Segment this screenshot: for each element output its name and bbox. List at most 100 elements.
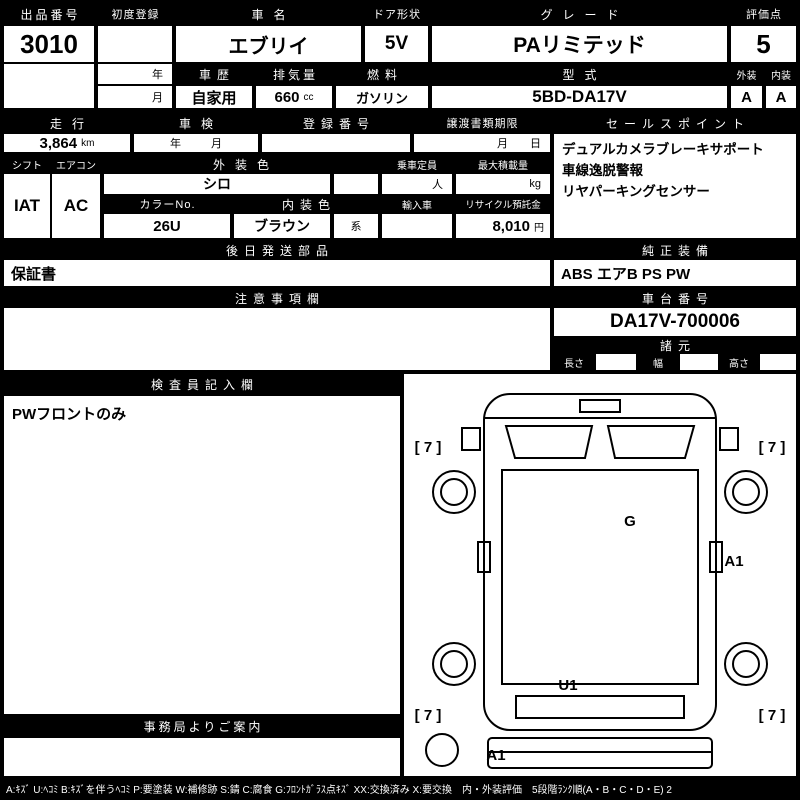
width-value	[680, 354, 718, 370]
registration-number-label: 登録番号	[262, 114, 410, 132]
first-registration-month: 月	[98, 86, 172, 108]
length-value	[596, 354, 636, 370]
exterior-color-sub	[334, 174, 378, 194]
inspector-notes-value: PWフロントのみ	[4, 396, 400, 714]
import-car-value	[382, 214, 452, 238]
damage-mark-g: G	[624, 513, 636, 530]
dimensions-label: 諸元	[554, 338, 796, 352]
displacement-label: 排気量	[256, 64, 332, 84]
exterior-grade-value: A	[731, 86, 762, 108]
car-body-outline	[483, 393, 717, 731]
width-label: 幅	[638, 354, 678, 370]
aircon-value: AC	[52, 174, 100, 238]
right-door-mark	[709, 541, 723, 573]
mileage-number: 3,864	[39, 134, 78, 152]
tire-grade-top-left: [ 7 ]	[415, 439, 442, 456]
sales-point-line: リヤパーキングセンサー	[562, 183, 710, 199]
rear-right-wheel-rim	[732, 650, 760, 678]
shaken-month-label: 月	[211, 138, 222, 150]
mileage-label: 走行	[4, 114, 130, 132]
rear-window	[515, 695, 685, 719]
rear-left-wheel-rim	[440, 650, 468, 678]
chassis-number-label: 車台番号	[554, 290, 796, 306]
vehicle-diagram-panel: [ 7 ] [ 7 ] [ 7 ] [ 7 ] G A1 U1 A1	[404, 374, 796, 776]
front-left-wheel-rim	[440, 478, 468, 506]
shaken-label: 車検	[134, 114, 258, 132]
tire-grade-bottom-right: [ 7 ]	[759, 707, 786, 724]
grade-label: グレード	[432, 4, 727, 24]
office-info-value	[4, 738, 400, 776]
fuel-label: 燃料	[336, 64, 428, 84]
oem-equipment-value: ABS エアB PS PW	[554, 260, 796, 286]
lot-number-label: 出品番号	[4, 4, 94, 24]
sales-point-line: 車線逸脱警報	[562, 162, 643, 178]
payload-value: kg	[456, 174, 550, 194]
door-shape-label: ドア形状	[365, 4, 428, 24]
interior-grade-value: A	[766, 86, 796, 108]
right-mirror	[719, 427, 739, 451]
chassis-number-value: DA17V-700006	[554, 308, 796, 336]
sales-point-content: デュアルカメラブレーキサポート 車線逸脱警報 リヤパーキングセンサー	[554, 134, 796, 238]
shaken-year-label: 年	[170, 138, 181, 150]
cabin-outline	[501, 469, 699, 685]
aircon-label: エアコン	[52, 156, 100, 172]
interior-grade-label: 内装	[766, 64, 796, 84]
mileage-unit: km	[81, 137, 95, 149]
exterior-color-value: シロ	[104, 174, 330, 194]
color-no-label: カラーNo.	[104, 196, 230, 212]
front-right-wheel-rim	[732, 478, 760, 506]
capacity-label: 乗車定員	[382, 156, 452, 172]
windshield-left	[504, 425, 594, 459]
interior-color-value: ブラウン	[234, 214, 330, 238]
office-info-label: 事務局よりご案内	[4, 716, 400, 736]
recycle-deposit-number: 8,010	[492, 217, 530, 235]
shift-value: IAT	[4, 174, 50, 238]
capacity-value: 人	[382, 174, 452, 194]
rear-right-wheel	[724, 642, 768, 686]
lot-number-value: 3010	[4, 26, 94, 62]
score-label: 評価点	[731, 4, 796, 24]
front-right-wheel	[724, 470, 768, 514]
notes-label: 注意事項欄	[4, 290, 550, 306]
recycle-deposit-value: 8,010 円	[456, 214, 550, 238]
car-outline-group	[425, 393, 768, 769]
color-no-value: 26U	[104, 214, 230, 238]
rear-left-wheel	[432, 642, 476, 686]
exterior-color-label: 外装色	[104, 156, 378, 172]
shaken-value: 年 月	[134, 134, 258, 152]
damage-mark-a1-right: A1	[724, 553, 743, 570]
damage-mark-a1-bottom: A1	[486, 747, 505, 764]
history-label: 車歴	[176, 64, 252, 84]
displacement-value: 660 cc	[256, 86, 332, 108]
history-value: 自家用	[176, 86, 252, 108]
transfer-month-label: 月	[497, 138, 508, 150]
vehicle-diagram: [ 7 ] [ 7 ] [ 7 ] [ 7 ] G A1 U1 A1	[415, 393, 786, 769]
damage-mark-u1: U1	[558, 677, 577, 694]
inspector-notes-label: 検査員記入欄	[4, 374, 400, 394]
first-registration-year: 年	[98, 64, 172, 84]
damage-code-legend: A:ｷｽﾞ U:ﾍｺﾐ B:ｷｽﾞを伴うﾍｺﾐ P:要塗装 W:補修跡 S:錆 …	[6, 785, 672, 796]
sales-point-label: セールスポイント	[554, 114, 796, 132]
displacement-unit: cc	[303, 91, 314, 103]
registration-number-value	[262, 134, 410, 152]
height-label: 高さ	[720, 354, 758, 370]
door-shape-value: 5V	[365, 26, 428, 62]
first-registration-label: 初度登録	[98, 4, 172, 24]
oem-equipment-label: 純正装備	[554, 242, 796, 258]
displacement-number: 660	[274, 88, 300, 106]
transfer-deadline-label: 譲渡書類期限	[414, 114, 550, 132]
recycle-deposit-unit: 円	[534, 222, 544, 234]
left-mirror	[461, 427, 481, 451]
mileage-value: 3,864 km	[4, 134, 130, 152]
interior-color-suffix: 系	[334, 214, 378, 238]
car-name-label: 車名	[176, 4, 361, 24]
tire-grade-top-right: [ 7 ]	[759, 439, 786, 456]
fuel-value: ガソリン	[336, 86, 428, 108]
later-parts-value: 保証書	[4, 260, 550, 286]
grade-value: PAリミテッド	[432, 26, 727, 62]
recycle-deposit-label: リサイクル預託金	[456, 196, 550, 212]
transfer-day-label: 日	[530, 138, 541, 150]
spare-tire	[425, 733, 459, 767]
interior-color-label: 内装色	[234, 196, 378, 212]
